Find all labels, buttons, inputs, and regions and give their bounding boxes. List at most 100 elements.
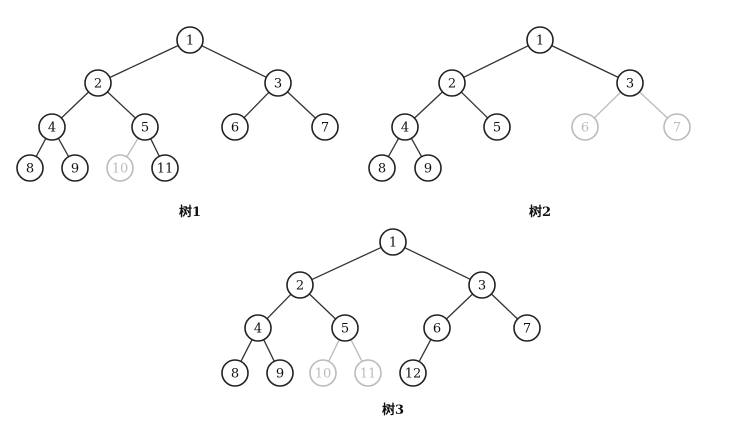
node-label: 4 bbox=[48, 121, 56, 136]
node-label: 4 bbox=[254, 322, 262, 337]
node-circle bbox=[286, 271, 314, 299]
edge-6-12 bbox=[418, 339, 432, 362]
tree-node-6: 6 bbox=[221, 113, 249, 141]
tree-node-12: 12 bbox=[399, 359, 427, 387]
node-label: 2 bbox=[296, 279, 304, 294]
edge-3-7 bbox=[287, 91, 316, 119]
tree-node-6: 6 bbox=[571, 113, 599, 141]
node-label: 10 bbox=[112, 162, 129, 177]
node-circle bbox=[61, 154, 89, 182]
tree-node-8: 8 bbox=[368, 154, 396, 182]
node-label: 7 bbox=[321, 121, 329, 136]
edge-3-6 bbox=[593, 91, 622, 119]
tree-1: 1 2 3 4 5 6 7 8 9 10 11 树1 bbox=[16, 26, 339, 220]
node-label: 8 bbox=[26, 162, 34, 177]
node-circle bbox=[368, 154, 396, 182]
edge-1-3 bbox=[201, 45, 267, 78]
edge-4-8 bbox=[35, 138, 47, 157]
node-label: 8 bbox=[231, 367, 239, 382]
edge-5-11 bbox=[150, 138, 160, 157]
tree-node-1: 1 bbox=[176, 26, 204, 54]
tree-node-10: 10 bbox=[309, 359, 337, 387]
edge-2-5 bbox=[460, 91, 489, 119]
tree-node-2: 2 bbox=[438, 69, 466, 97]
edge-1-2 bbox=[109, 44, 179, 79]
edge-1-2 bbox=[311, 246, 382, 281]
tree-node-1: 1 bbox=[379, 228, 407, 256]
node-label: 1 bbox=[186, 34, 194, 49]
node-circle bbox=[526, 26, 554, 54]
node-circle bbox=[244, 314, 272, 342]
node-label: 1 bbox=[389, 236, 397, 251]
edge-4-9 bbox=[263, 339, 275, 362]
node-circle bbox=[106, 154, 134, 182]
edge-5-10 bbox=[126, 137, 139, 158]
tree-node-7: 7 bbox=[663, 113, 691, 141]
tree-node-9: 9 bbox=[414, 154, 442, 182]
node-label: 8 bbox=[378, 162, 386, 177]
tree-node-5: 5 bbox=[131, 113, 159, 141]
node-label: 10 bbox=[315, 367, 332, 382]
edge-3-6 bbox=[445, 293, 474, 320]
edge-2-4 bbox=[60, 91, 90, 119]
tree-caption: 树1 bbox=[179, 204, 201, 220]
edge-4-8 bbox=[240, 339, 253, 362]
node-circle bbox=[311, 113, 339, 141]
tree-caption: 树2 bbox=[529, 204, 551, 220]
edge-3-7 bbox=[490, 293, 519, 320]
tree-node-3: 3 bbox=[264, 69, 292, 97]
node-circle bbox=[264, 69, 292, 97]
edge-2-5 bbox=[308, 293, 337, 320]
node-circle bbox=[176, 26, 204, 54]
tree-node-7: 7 bbox=[513, 314, 541, 342]
tree-node-9: 9 bbox=[61, 154, 89, 182]
tree-caption: 树3 bbox=[382, 402, 404, 418]
node-circle bbox=[221, 113, 249, 141]
edge-1-3 bbox=[404, 247, 471, 280]
node-label: 7 bbox=[673, 121, 681, 136]
node-circle bbox=[423, 314, 451, 342]
node-label: 5 bbox=[341, 322, 349, 337]
node-circle bbox=[513, 314, 541, 342]
tree-node-7: 7 bbox=[311, 113, 339, 141]
node-label: 5 bbox=[493, 121, 501, 136]
node-label: 6 bbox=[231, 121, 239, 136]
node-circle bbox=[663, 113, 691, 141]
tree-node-2: 2 bbox=[84, 69, 112, 97]
node-label: 4 bbox=[401, 121, 409, 136]
edge-3-6 bbox=[243, 91, 270, 119]
edge-1-2 bbox=[463, 45, 529, 78]
tree-node-11: 11 bbox=[151, 154, 179, 182]
edge-1-3 bbox=[551, 45, 619, 78]
node-circle bbox=[468, 271, 496, 299]
node-label: 3 bbox=[478, 279, 486, 294]
tree-node-4: 4 bbox=[244, 314, 272, 342]
node-label: 1 bbox=[536, 34, 544, 49]
node-circle bbox=[84, 69, 112, 97]
edge-4-9 bbox=[57, 138, 70, 157]
node-circle bbox=[571, 113, 599, 141]
tree-node-4: 4 bbox=[38, 113, 66, 141]
node-circle bbox=[438, 69, 466, 97]
edge-2-4 bbox=[414, 91, 443, 119]
tree-node-5: 5 bbox=[331, 314, 359, 342]
node-label: 12 bbox=[405, 367, 422, 382]
node-circle bbox=[379, 228, 407, 256]
edge-5-10 bbox=[328, 339, 340, 362]
tree-node-1: 1 bbox=[526, 26, 554, 54]
tree-node-8: 8 bbox=[221, 359, 249, 387]
node-circle bbox=[151, 154, 179, 182]
node-circle bbox=[131, 113, 159, 141]
node-circle bbox=[221, 359, 249, 387]
node-circle bbox=[309, 359, 337, 387]
node-circle bbox=[38, 113, 66, 141]
node-label: 9 bbox=[276, 367, 284, 382]
edge-3-7 bbox=[639, 91, 668, 119]
node-label: 2 bbox=[448, 77, 456, 92]
node-circle bbox=[391, 113, 419, 141]
node-circle bbox=[414, 154, 442, 182]
node-circle bbox=[483, 113, 511, 141]
